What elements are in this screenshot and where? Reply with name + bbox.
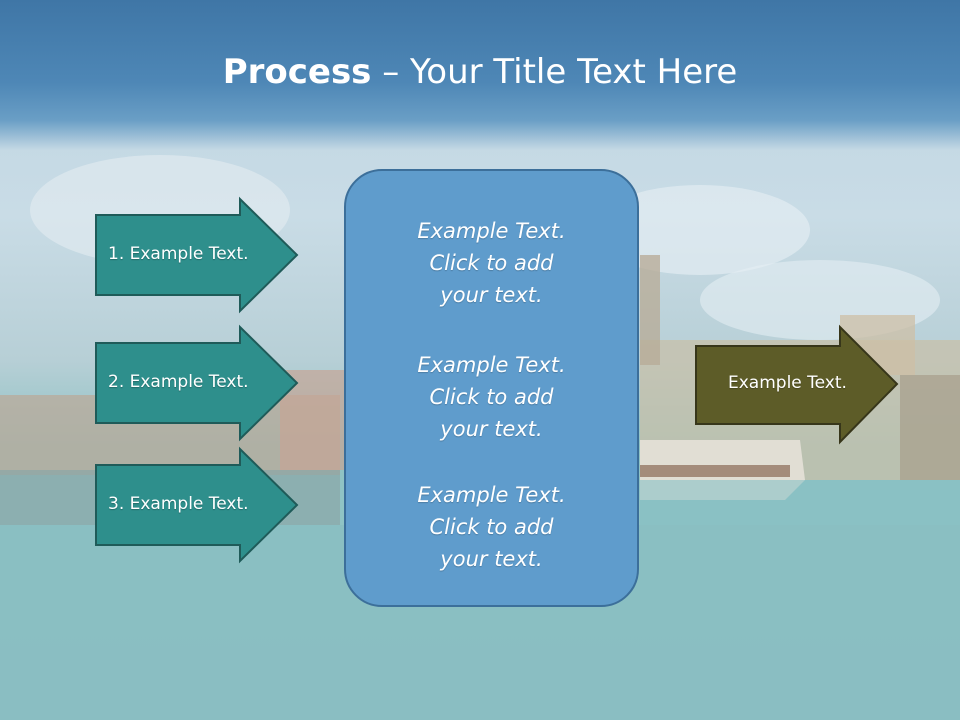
result-label: Example Text. (728, 373, 847, 393)
arrow-shape (95, 196, 299, 314)
text-line: Click to add (429, 251, 554, 275)
center-text-block-3: Example Text. Click to add your text. (346, 479, 637, 575)
step-label: 2. Example Text. (108, 372, 249, 392)
title-rest: – Your Title Text Here (371, 52, 738, 92)
text-line: Example Text. (417, 483, 566, 507)
center-text-block-1: Example Text. Click to add your text. (346, 215, 637, 311)
arrow-shape (95, 324, 299, 442)
text-line: Example Text. (417, 353, 566, 377)
text-line: your text. (440, 547, 543, 571)
text-line: your text. (440, 417, 543, 441)
title-bar (0, 0, 960, 150)
text-line: Click to add (429, 385, 554, 409)
step-arrow-1[interactable]: 1. Example Text. (95, 196, 299, 314)
result-arrow[interactable]: Example Text. (695, 324, 899, 445)
arrow-shape (695, 324, 899, 445)
step-arrow-3[interactable]: 3. Example Text. (95, 446, 299, 564)
text-line: Click to add (429, 515, 554, 539)
step-label: 3. Example Text. (108, 494, 249, 514)
text-line: Example Text. (417, 219, 566, 243)
page-title[interactable]: Process – Your Title Text Here (0, 52, 960, 92)
text-line: your text. (440, 283, 543, 307)
center-content-box[interactable]: Example Text. Click to add your text. Ex… (344, 169, 639, 607)
arrow-shape (95, 446, 299, 564)
step-arrow-2[interactable]: 2. Example Text. (95, 324, 299, 442)
step-label: 1. Example Text. (108, 244, 249, 264)
title-bold: Process (222, 52, 372, 92)
center-text-block-2: Example Text. Click to add your text. (346, 349, 637, 445)
